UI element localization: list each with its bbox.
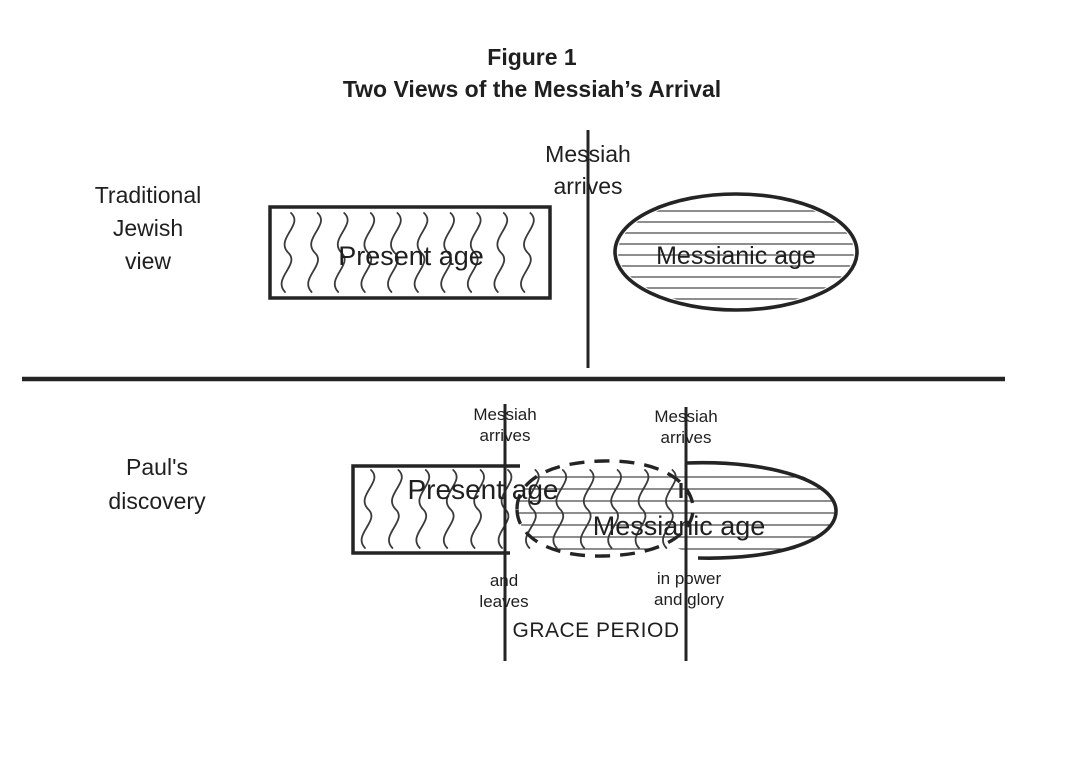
in-power-and-glory-label: in power and glory bbox=[614, 568, 764, 610]
and-leaves-line1: and bbox=[489, 571, 519, 590]
first-messiah-line2: arrives bbox=[479, 426, 531, 445]
figure-title-line2: Two Views of the Messiah’s Arrival bbox=[342, 76, 722, 102]
and-leaves-label: and leaves bbox=[429, 570, 579, 612]
present-age-box-bottom bbox=[351, 464, 520, 555]
second-messiah-arrives-label: Messiah arrives bbox=[611, 406, 761, 448]
messianic-age-ellipse-top bbox=[613, 192, 859, 312]
figure-title: Figure 1 Two Views of the Messiah’s Arri… bbox=[232, 41, 832, 105]
traditional-view-label: Traditional Jewish view bbox=[48, 179, 248, 278]
second-messiah-line1: Messiah bbox=[654, 407, 718, 426]
in-power-line2: and glory bbox=[654, 590, 724, 609]
present-age-waves-top bbox=[280, 212, 535, 293]
figure-title-line1: Figure 1 bbox=[487, 44, 577, 70]
messiah-arrives-top-line1: Messiah bbox=[545, 141, 631, 167]
present-age-label-top: Present age bbox=[338, 241, 484, 271]
present-age-label-bottom: Present age bbox=[407, 474, 559, 505]
messiah-arrives-label-top: Messiah arrives bbox=[488, 138, 688, 202]
messiah-arrives-top-line2: arrives bbox=[553, 173, 623, 199]
traditional-view-line3: view bbox=[124, 248, 171, 274]
pauls-discovery-label: Paul's discovery bbox=[57, 450, 257, 518]
in-power-line1: in power bbox=[656, 569, 722, 588]
pauls-discovery-line2: discovery bbox=[108, 488, 206, 514]
first-messiah-line1: Messiah bbox=[473, 405, 537, 424]
grace-period-label: GRACE PERIOD bbox=[512, 619, 680, 642]
messianic-age-label-bottom: Messianic age bbox=[592, 511, 766, 541]
messianic-age-label-top: Messianic age bbox=[656, 242, 816, 270]
traditional-view-line2: Jewish bbox=[112, 215, 184, 241]
traditional-view-line1: Traditional bbox=[94, 182, 202, 208]
first-messiah-arrives-label: Messiah arrives bbox=[430, 404, 580, 446]
present-age-waves-bottom bbox=[360, 469, 677, 549]
second-messiah-line2: arrives bbox=[660, 428, 712, 447]
pauls-discovery-line1: Paul's bbox=[126, 454, 188, 480]
messianic-age-solid-arc-bottom bbox=[686, 460, 838, 560]
present-age-box-top bbox=[268, 205, 552, 300]
and-leaves-line2: leaves bbox=[479, 592, 529, 611]
